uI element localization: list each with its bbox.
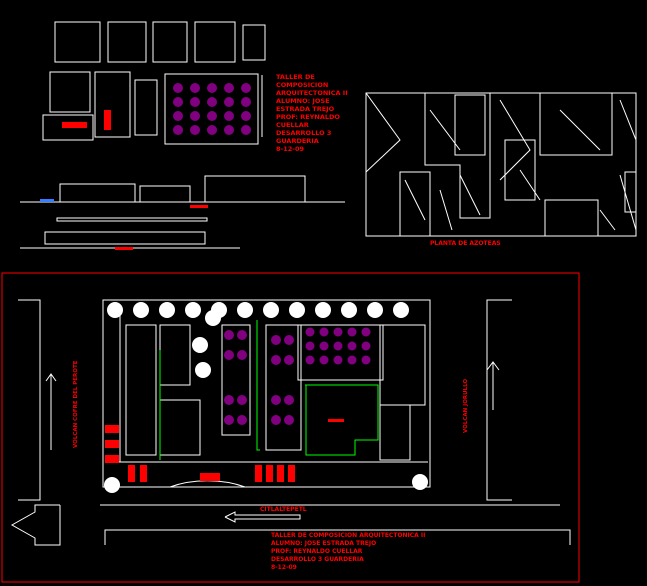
furniture-icon xyxy=(224,111,234,121)
site-border xyxy=(1,272,580,583)
title-line: 8-12-09 xyxy=(276,145,304,153)
furniture-icon xyxy=(361,327,371,337)
furniture-icon xyxy=(224,97,234,107)
furniture-icon xyxy=(190,125,200,135)
furniture-icon xyxy=(347,341,357,351)
furniture-icon xyxy=(224,125,234,135)
furniture-icon xyxy=(207,83,217,93)
tree-icon xyxy=(393,302,409,318)
detail-plans xyxy=(42,21,266,145)
street-bottom-label: CITLALTEPETL xyxy=(260,506,307,513)
furniture-icon xyxy=(319,341,329,351)
tree-icon xyxy=(289,302,305,318)
svg-text:TALLER DE: TALLER DE xyxy=(276,73,315,81)
furniture-icon xyxy=(271,335,281,345)
furniture-icon xyxy=(271,415,281,425)
furniture-icon xyxy=(271,395,281,405)
furniture-icon xyxy=(241,83,251,93)
title-line: PROF: REYNALDO CUELLAR xyxy=(271,548,363,555)
tree-icon xyxy=(195,362,211,378)
furniture-icon xyxy=(347,327,357,337)
tree-icon xyxy=(367,302,383,318)
furniture-icon xyxy=(305,327,315,337)
roof-plan: PLANTA DE AZOTEAS xyxy=(365,92,637,247)
furniture-icon xyxy=(207,111,217,121)
furniture-icon xyxy=(284,335,294,345)
furniture-plan-top xyxy=(173,83,251,135)
title-line: GUARDERIA xyxy=(276,137,319,145)
furniture-icon xyxy=(333,355,343,365)
furniture-icon xyxy=(173,83,183,93)
furniture-icon xyxy=(347,355,357,365)
furniture-icon xyxy=(361,355,371,365)
title-block-top: TALLER DE COMPOSICION ARQUITECTONICA II … xyxy=(261,73,348,153)
furniture-icon xyxy=(173,97,183,107)
site-plan: VOLCAN COFRE DEL PEROTE VOLCAN JORULLO C… xyxy=(10,299,571,546)
tree-icon xyxy=(107,302,123,318)
furniture-icon xyxy=(173,111,183,121)
furniture-icon xyxy=(224,350,234,360)
title-line: TALLER DE xyxy=(276,73,315,81)
title-line: TALLER DE COMPOSICION ARQUITECTONICA II xyxy=(271,532,425,539)
furniture-icon xyxy=(284,355,294,365)
title-line: PROF: REYNALDO xyxy=(276,113,340,121)
tree-icon xyxy=(315,302,331,318)
title-block-bottom: TALLER DE COMPOSICION ARQUITECTONICA II … xyxy=(271,532,425,571)
furniture-icon xyxy=(237,415,247,425)
furniture-icon xyxy=(241,97,251,107)
furniture-icon xyxy=(237,350,247,360)
furniture-icon xyxy=(241,125,251,135)
furniture-icon xyxy=(224,330,234,340)
furniture-icon xyxy=(190,111,200,121)
tree-icon xyxy=(205,310,221,326)
furniture-icon xyxy=(271,355,281,365)
title-line: ALUMNO: JOSE xyxy=(276,97,330,105)
furniture-icon xyxy=(190,83,200,93)
tree-icon xyxy=(192,337,208,353)
furniture-icon xyxy=(237,330,247,340)
tree-icon xyxy=(133,302,149,318)
tree-icon xyxy=(263,302,279,318)
tree-icon xyxy=(159,302,175,318)
title-line: ARQUITECTONICA II xyxy=(276,89,348,97)
title-line: DESARROLLO 3 GUARDERIA xyxy=(271,556,364,563)
furniture-icon xyxy=(224,415,234,425)
furniture-icon xyxy=(305,355,315,365)
title-line: ESTRADA TREJO xyxy=(276,105,335,113)
furniture-icon xyxy=(333,327,343,337)
furniture-icon xyxy=(284,415,294,425)
furniture-icon xyxy=(241,111,251,121)
furniture-icon xyxy=(319,355,329,365)
tree-icon xyxy=(104,477,120,493)
furniture-icon xyxy=(319,327,329,337)
furniture-icon xyxy=(224,395,234,405)
title-line: ALUMNO: JOSE ESTRADA TREJO xyxy=(271,540,376,547)
tree-icon xyxy=(412,474,428,490)
furniture-icon xyxy=(207,97,217,107)
street-right-label: VOLCAN JORULLO xyxy=(463,379,469,433)
furniture-icon xyxy=(190,97,200,107)
street-left-label: VOLCAN COFRE DEL PEROTE xyxy=(73,360,79,448)
title-line: CUELLAR xyxy=(276,121,309,129)
furniture-icon xyxy=(284,395,294,405)
furniture-icon xyxy=(237,395,247,405)
furniture-icon xyxy=(207,125,217,135)
furniture-icon xyxy=(305,341,315,351)
tree-icon xyxy=(341,302,357,318)
title-line: 8-12-09 xyxy=(271,564,297,571)
furniture-icon xyxy=(333,341,343,351)
roof-plan-label: PLANTA DE AZOTEAS xyxy=(430,240,501,247)
furniture-icon xyxy=(173,125,183,135)
title-line: DESARROLLO 3 xyxy=(276,129,331,137)
tree-icon xyxy=(185,302,201,318)
elevation-drawings xyxy=(20,175,345,250)
tree-icon xyxy=(237,302,253,318)
furniture-icon xyxy=(224,83,234,93)
title-line: COMPOSICION xyxy=(276,81,328,89)
furniture-icon xyxy=(361,341,371,351)
